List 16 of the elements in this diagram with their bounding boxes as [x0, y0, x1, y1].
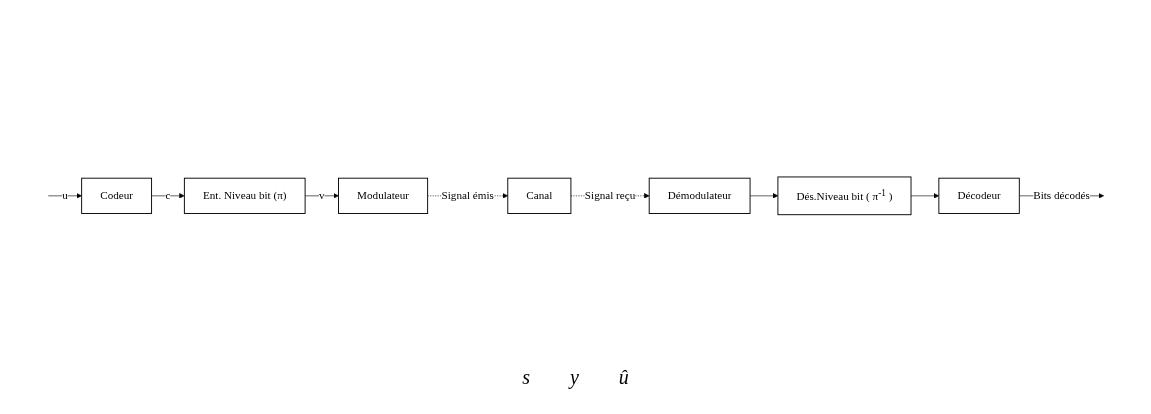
signal-symbol: û [618, 365, 629, 389]
edge-label: Bits décodés [1032, 189, 1090, 202]
node-box: Décodeur [937, 177, 1020, 214]
edge-label: v [318, 189, 325, 202]
node-box: Ent. Niveau bit (π) [183, 177, 306, 214]
edge-label: u [61, 189, 68, 202]
node-box: Codeur [80, 177, 152, 214]
edge-label: Signal reçu [584, 189, 635, 202]
edge-label: c [165, 189, 170, 202]
signal-symbol: s [522, 365, 530, 389]
node-box: Modulateur [337, 177, 428, 214]
node-box: Canal [506, 177, 571, 214]
edge-label: Signal émis [441, 189, 494, 202]
node-box: Démodulateur [648, 177, 751, 214]
node-box: Dés.Niveau bit ( π$^{-1}$ ) [776, 176, 911, 215]
signal-symbol: y [569, 365, 579, 389]
